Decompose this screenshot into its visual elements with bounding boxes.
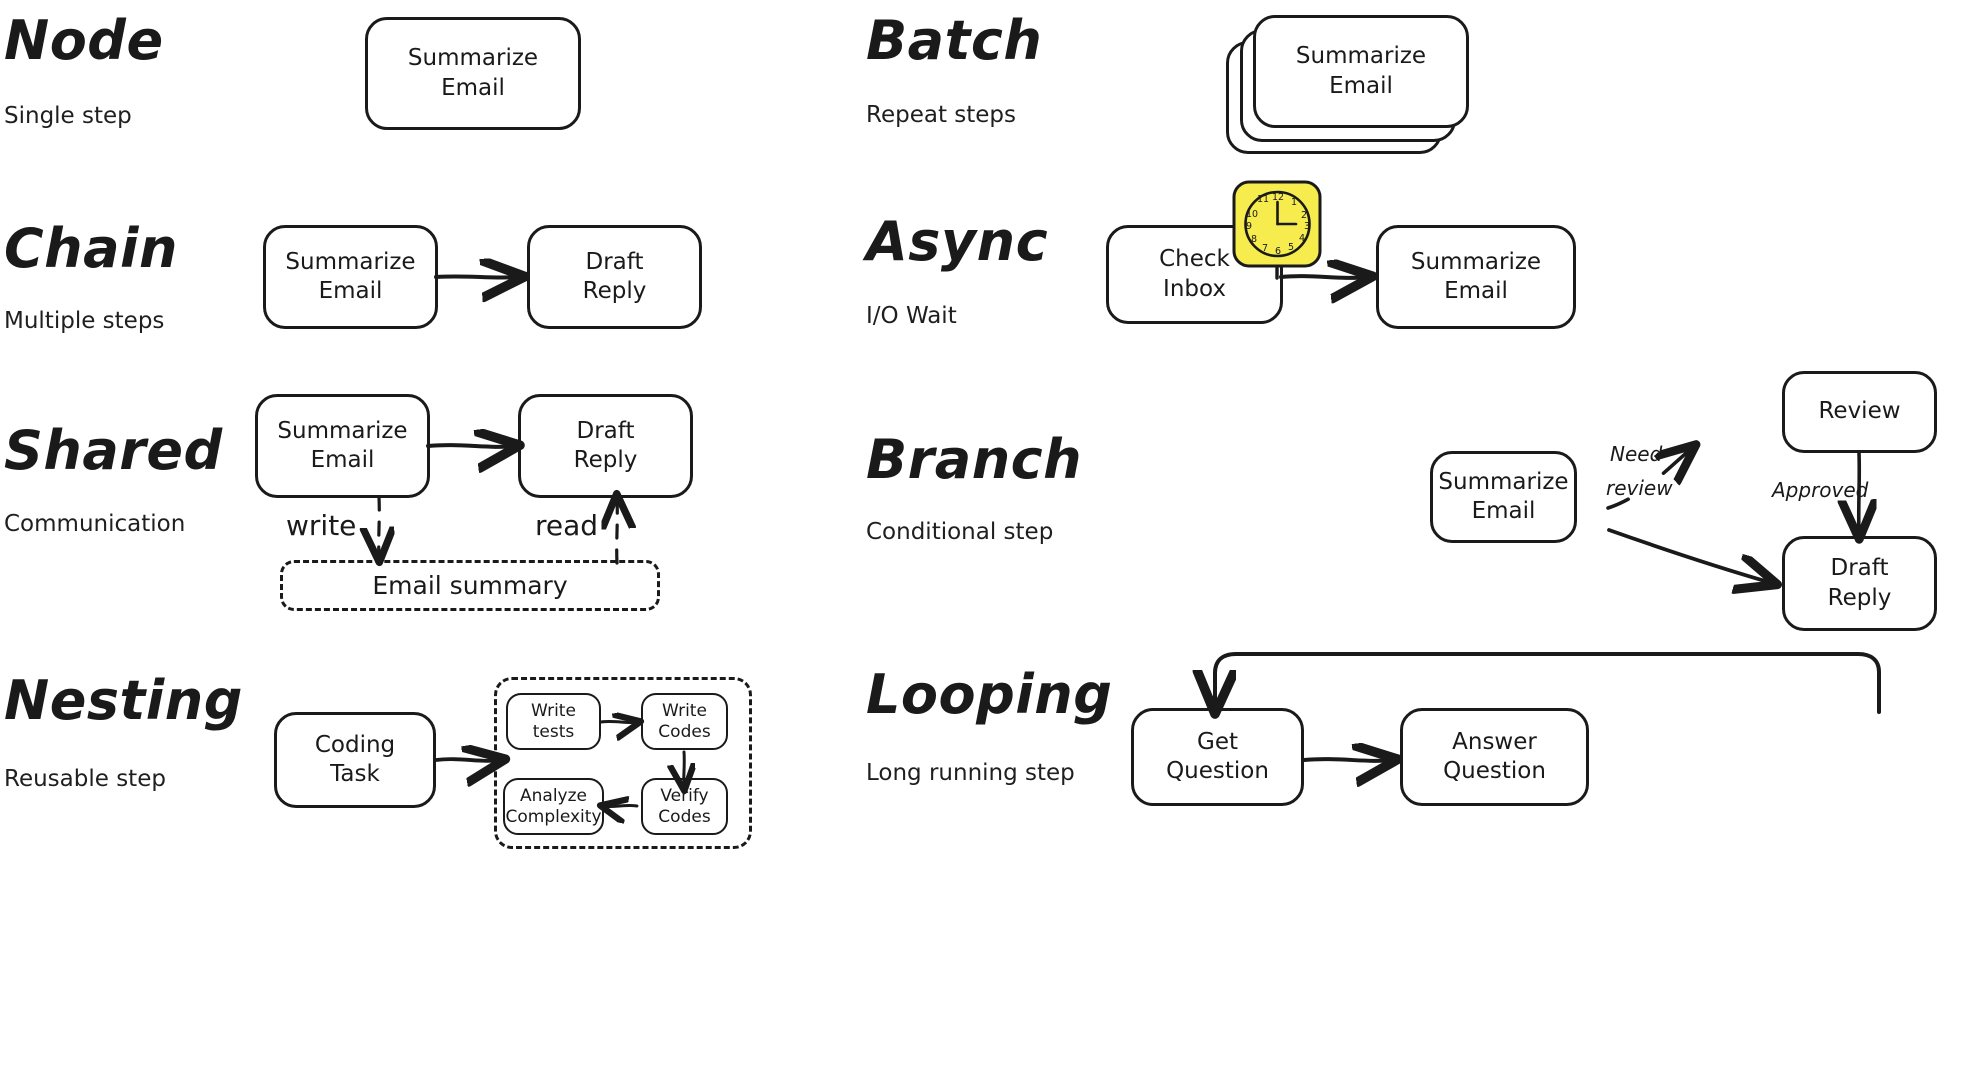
node-draft-reply-shared[interactable]: Draft Reply — [518, 394, 693, 498]
svg-text:5: 5 — [1288, 242, 1294, 253]
pattern-subtitle-batch: Repeat steps — [866, 102, 1017, 128]
node-line-1: Summarize — [1410, 248, 1542, 275]
svg-text:1: 1 — [1291, 197, 1297, 208]
svg-text:8: 8 — [1251, 234, 1257, 245]
pattern-title-branch: Branch — [866, 428, 1083, 491]
svg-text:9: 9 — [1246, 221, 1252, 232]
node-draft-reply-branch[interactable]: Draft Reply — [1782, 536, 1937, 631]
node-line-1: Write — [531, 700, 576, 721]
node-line-1: Get — [1197, 728, 1238, 755]
node-line-2: Codes — [658, 721, 711, 742]
svg-text:10: 10 — [1246, 209, 1258, 220]
pattern-title-chain: Chain — [4, 217, 178, 280]
pattern-subtitle-nesting: Reusable step — [4, 766, 166, 792]
pattern-title-node: Node — [4, 9, 164, 72]
node-line-2: Email — [318, 278, 383, 304]
node-line-1: Coding — [314, 731, 396, 758]
node-line-1: Draft — [576, 417, 635, 444]
store-label: Email summary — [372, 571, 568, 600]
edge-shared-summarize-to-draft — [426, 445, 514, 447]
node-line-2: Task — [330, 761, 380, 787]
node-summarize-email-node-pattern[interactable]: Summarize Email — [365, 17, 581, 130]
edge-async-check-to-summarize — [1279, 276, 1367, 278]
pattern-subtitle-node: Single step — [4, 103, 132, 129]
node-review-branch[interactable]: Review — [1782, 371, 1937, 453]
node-line-2: Question — [1443, 758, 1546, 784]
edge-nesting-coding-to-flow — [434, 759, 500, 761]
node-line-1: Write — [662, 700, 707, 721]
pattern-subtitle-async: I/O Wait — [866, 303, 957, 329]
edge-loop-answer-to-get — [1215, 652, 1881, 712]
node-line-2: Reply — [582, 278, 647, 304]
node-line-2: Reply — [573, 447, 638, 473]
node-line-2: Email — [1329, 72, 1393, 99]
node-summarize-email-async[interactable]: Summarize Email — [1376, 225, 1576, 329]
pattern-subtitle-shared: Communication — [4, 511, 186, 537]
node-line-1: Answer — [1452, 728, 1537, 755]
node-summarize-email-shared[interactable]: Summarize Email — [255, 394, 430, 498]
svg-text:6: 6 — [1275, 246, 1281, 257]
clock-icon-svg: 12 1 2 3 4 5 6 7 8 9 10 11 — [1232, 180, 1322, 268]
node-draft-reply-chain[interactable]: Draft Reply — [527, 225, 702, 329]
pattern-title-shared: Shared — [4, 419, 223, 482]
node-line-2: Codes — [658, 806, 711, 827]
node-coding-task[interactable]: Coding Task — [274, 712, 436, 808]
pattern-title-nesting: Nesting — [4, 669, 243, 732]
svg-text:12: 12 — [1272, 192, 1284, 203]
node-verify-codes[interactable]: Verify Codes — [641, 778, 728, 835]
node-get-question[interactable]: Get Question — [1131, 708, 1304, 806]
svg-text:2: 2 — [1301, 210, 1307, 221]
node-line-2: Inbox — [1163, 275, 1226, 302]
edge-chain-summarize-to-draft — [434, 276, 519, 277]
pattern-subtitle-looping: Long running step — [866, 760, 1075, 786]
edge-branch-summarize-to-draft — [1607, 528, 1772, 583]
edge-label-need-review-line1: Need — [1610, 442, 1663, 466]
node-summarize-email-chain[interactable]: Summarize Email — [263, 225, 438, 329]
edge-shared-write-dashed — [379, 495, 380, 556]
node-line-1: Summarize — [407, 45, 539, 72]
node-write-codes[interactable]: Write Codes — [641, 693, 728, 750]
node-line-2: Email — [1471, 498, 1536, 524]
edge-loop-get-to-answer — [1302, 759, 1392, 761]
edge-label-write: write — [286, 509, 357, 542]
pattern-subtitle-chain: Multiple steps — [4, 308, 165, 334]
edge-label-approved: Approved — [1772, 478, 1869, 502]
clock-icon: 12 1 2 3 4 5 6 7 8 9 10 11 — [1232, 180, 1322, 268]
node-answer-question[interactable]: Answer Question — [1400, 708, 1589, 806]
node-line-1: Verify — [660, 785, 709, 806]
node-analyze-complexity[interactable]: Analyze Complexity — [503, 778, 604, 835]
node-summarize-email-batch-pattern[interactable]: Summarize Email — [1253, 15, 1469, 128]
svg-text:11: 11 — [1257, 194, 1269, 205]
node-line-1: Review — [1818, 398, 1901, 425]
svg-text:7: 7 — [1262, 243, 1268, 254]
node-summarize-email-branch[interactable]: Summarize Email — [1430, 451, 1577, 543]
node-line-1: Draft — [1830, 555, 1889, 582]
node-line-1: Summarize — [1295, 43, 1427, 70]
node-line-2: tests — [532, 721, 575, 742]
pattern-title-looping: Looping — [866, 663, 1113, 726]
node-line-1: Summarize — [285, 248, 416, 275]
node-line-2: Email — [441, 74, 505, 101]
pattern-subtitle-branch: Conditional step — [866, 519, 1054, 545]
node-line-2: Reply — [1827, 584, 1892, 611]
pattern-title-batch: Batch — [866, 9, 1043, 72]
node-line-2: Question — [1166, 758, 1269, 784]
node-line-1: Summarize — [1438, 468, 1569, 495]
pattern-title-async: Async — [866, 210, 1049, 273]
edge-shared-read-dashed — [617, 500, 618, 565]
node-line-2: Complexity — [505, 806, 602, 827]
node-line-1: Analyze — [520, 785, 587, 806]
svg-text:4: 4 — [1299, 233, 1305, 244]
node-line-1: Check — [1159, 246, 1230, 273]
node-line-2: Email — [1444, 278, 1508, 304]
store-email-summary[interactable]: Email summary — [280, 560, 660, 611]
edge-label-read: read — [535, 509, 599, 542]
node-line-2: Email — [310, 447, 375, 473]
node-line-1: Summarize — [277, 417, 408, 444]
edge-label-need-review-line2: review — [1606, 476, 1673, 500]
svg-text:3: 3 — [1304, 221, 1310, 232]
node-write-tests[interactable]: Write tests — [506, 693, 601, 750]
node-line-1: Draft — [585, 248, 644, 275]
